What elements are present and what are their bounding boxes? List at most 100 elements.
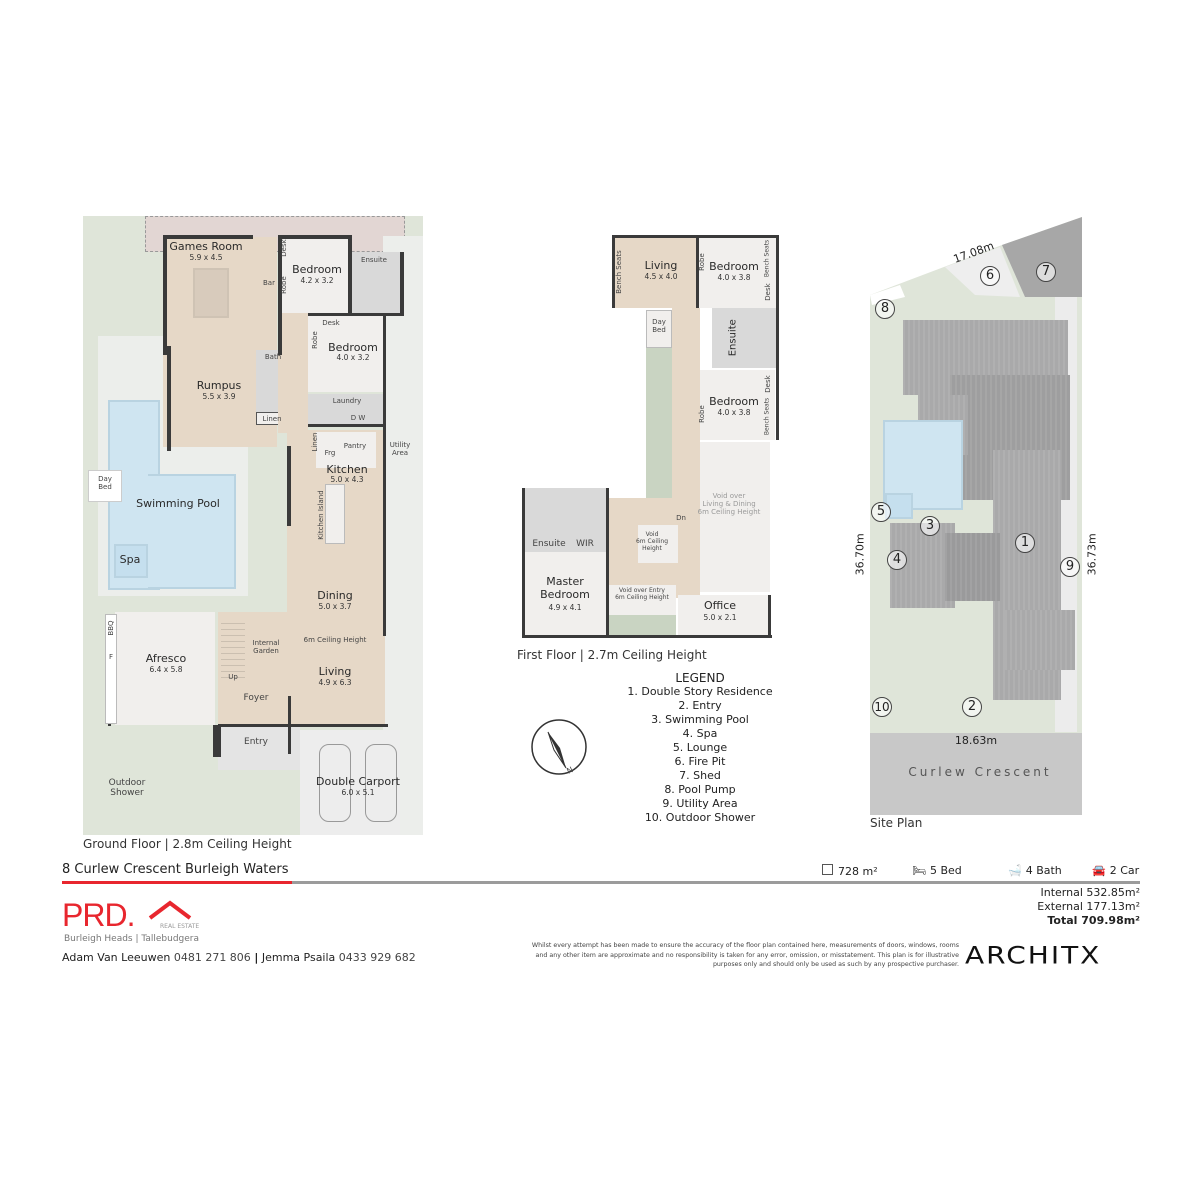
first-floor-plan: Bench Seats Living 4.5 x 4.0 Robe Bedroo… <box>518 230 780 640</box>
swimming-pool-b <box>148 474 236 589</box>
bench-seats-label-3: Bench Seats <box>763 397 771 436</box>
stat-car: 🚘2 Car <box>1092 864 1139 877</box>
agent-separator: | <box>254 951 259 964</box>
agent-1-name: Adam Van Leeuwen <box>62 951 171 964</box>
ff-living <box>612 235 696 308</box>
site-marker-3: 3 <box>920 516 940 536</box>
site-marker-9: 9 <box>1060 557 1080 577</box>
ff-master-bedroom <box>522 552 606 636</box>
ff-day-bed <box>646 310 672 348</box>
ff-ensuite <box>712 308 778 368</box>
stat-bed: 🛏5 Bed <box>912 864 962 877</box>
legend-item: 9. Utility Area <box>662 797 738 810</box>
office-label: Office <box>703 599 737 612</box>
afresco <box>115 612 215 725</box>
prd-logo-text: PRD. <box>62 897 135 933</box>
address-underline-red <box>62 881 292 884</box>
games-room-label: Games Room <box>169 240 243 253</box>
land-area-icon <box>822 864 833 875</box>
disclaimer: Whilst every attempt has been made to en… <box>531 942 959 968</box>
master-bedroom-dims: 4.9 x 4.1 <box>548 603 582 612</box>
legend-item: 2. Entry <box>678 699 722 712</box>
architx-logo: ARCHITX <box>965 941 1102 970</box>
ff-day-bed-label: Day Bed <box>652 318 666 335</box>
desk-label-2: Desk <box>322 319 340 327</box>
car-icon <box>365 744 397 822</box>
linen-label-2: Linen <box>310 432 319 452</box>
ff-office <box>678 595 770 637</box>
ground-floor-plan: Games Room 5.9 x 4.5 Bar Bedroom 4.2 x 3… <box>83 216 423 835</box>
bedroom-1-dims: 4.2 x 3.2 <box>300 276 334 285</box>
swimming-pool-label: Swimming Pool <box>136 497 220 510</box>
ff-void-living <box>700 442 770 592</box>
ff-robe-label: Robe <box>697 253 706 271</box>
prd-logo: PRD. REAL ESTATE <box>62 897 199 933</box>
living-dims: 4.9 x 6.3 <box>318 678 352 687</box>
prd-logo-sub: REAL ESTATE <box>160 923 200 930</box>
bench-seats-label-2: Bench Seats <box>763 239 771 278</box>
pantry <box>316 432 376 468</box>
internal-garden-label: Internal Garden <box>252 639 280 656</box>
ff-ensuite-label: Ensuite <box>727 319 739 357</box>
ceiling-height-note: 6m Ceiling Height <box>303 636 367 644</box>
bedroom-2-label: Bedroom <box>328 341 378 354</box>
day-bed <box>88 470 122 502</box>
ff-bedroom-2-dims: 4.0 x 3.8 <box>717 408 751 417</box>
void-over-entry-label: Void over Entry 6m Ceiling Height <box>615 587 669 601</box>
site-marker-2: 2 <box>962 697 982 717</box>
stat-bath-label: 4 Bath <box>1025 864 1062 877</box>
legend-item: 7. Shed <box>679 769 721 782</box>
bench-seats-label: Bench Seats <box>614 250 623 294</box>
office-dims: 5.0 x 2.1 <box>703 613 737 622</box>
ff-living-label: Living <box>644 259 678 272</box>
legend-item: 4. Spa <box>682 727 718 740</box>
stat-land: 728 m² <box>822 864 878 878</box>
roof-logo-icon <box>148 900 192 920</box>
stat-car-label: 2 Car <box>1109 864 1140 877</box>
ff-desk-label-2: Desk <box>763 375 772 393</box>
site-marker-1: 1 <box>1015 533 1035 553</box>
bbq-label: BBQ <box>106 620 115 636</box>
bedroom-1 <box>278 235 348 313</box>
stat-bed-label: 5 Bed <box>929 864 962 877</box>
frg-label: Frg <box>324 449 336 457</box>
car-icon: 🚘 <box>1092 864 1106 877</box>
master-bedroom-label: Master Bedroom <box>540 575 590 601</box>
kitchen-dims: 5.0 x 4.3 <box>330 475 364 484</box>
site-marker-7: 7 <box>1036 262 1056 282</box>
kitchen-label: Kitchen <box>326 463 368 476</box>
bath-label: Bath <box>264 353 282 361</box>
void-stair-label: Void 6m Ceiling Height <box>635 531 669 552</box>
street-name: Curlew Crescent <box>908 765 1052 779</box>
pool-table-icon <box>193 268 229 318</box>
legend-item: 3. Swimming Pool <box>651 713 749 726</box>
kitchen-island <box>325 484 345 544</box>
ensuite-label: Ensuite <box>361 256 387 264</box>
games-room-dims: 5.9 x 4.5 <box>189 253 223 262</box>
linen-label: Linen <box>262 415 282 423</box>
legend-title: LEGEND <box>675 671 725 685</box>
agent-2-name: Jemma Psaila <box>261 951 336 964</box>
car-icon <box>319 744 351 822</box>
living-label: Living <box>318 665 352 678</box>
site-plan: 1 2 3 4 5 6 7 8 9 10 17.08m 36.70m 36.73… <box>850 215 1110 835</box>
legend-item: 8. Pool Pump <box>664 783 736 796</box>
robe-label: Robe <box>279 276 288 294</box>
rumpus-dims: 5.5 x 3.9 <box>202 392 236 401</box>
outdoor-shower-label: Outdoor Shower <box>108 778 146 799</box>
entry <box>218 725 300 770</box>
carport-dims: 6.0 x 5.1 <box>341 788 375 797</box>
bed-icon: 🛏 <box>912 864 926 877</box>
bedroom-1-label: Bedroom <box>292 263 342 276</box>
dim-bottom: 18.63m <box>954 734 998 747</box>
afresco-label: Afresco <box>145 652 187 665</box>
ff-living-dims: 4.5 x 4.0 <box>644 272 678 281</box>
dim-left: 36.70m <box>853 533 867 576</box>
kitchen-island-label: Kitchen Island <box>316 490 325 540</box>
internal-area: Internal 532.85m² <box>1040 886 1140 899</box>
foyer-label: Foyer <box>243 693 269 703</box>
dining-dims: 5.0 x 3.7 <box>318 602 352 611</box>
total-area: Total 709.98m² <box>1047 914 1140 927</box>
stat-land-label: 728 m² <box>838 865 878 878</box>
